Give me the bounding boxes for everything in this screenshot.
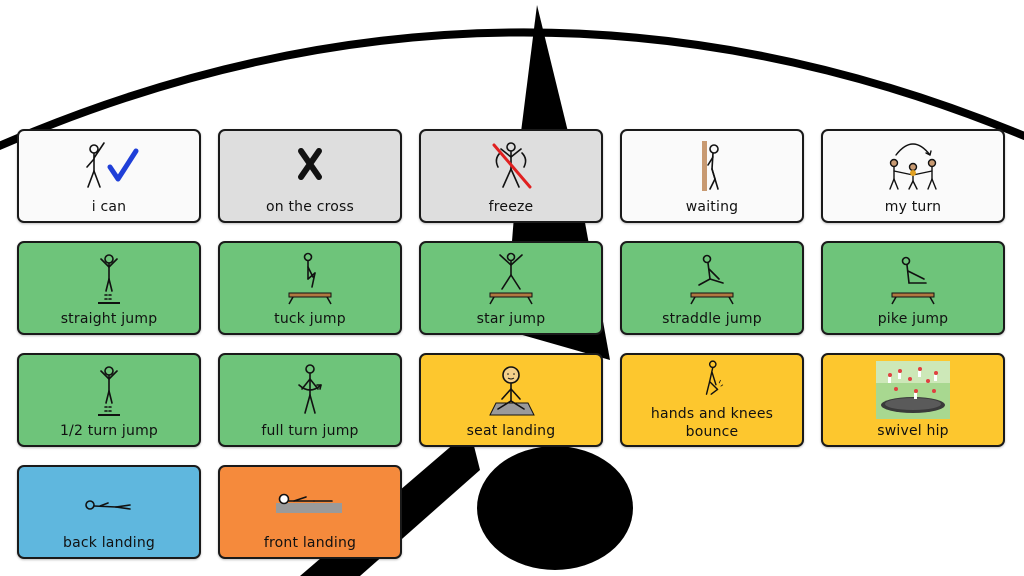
half-turn-jump-icon	[74, 361, 144, 417]
hands-knees-icon	[677, 358, 747, 402]
star-jump-icon	[476, 249, 546, 305]
my-turn-icon	[878, 137, 948, 193]
back-landing-icon	[74, 473, 144, 529]
tile-front-landing[interactable]: front landing	[218, 465, 402, 559]
i-can-icon	[74, 137, 144, 193]
tile-label: pike jump	[877, 311, 949, 327]
seat-landing-icon	[476, 361, 546, 417]
waiting-icon	[677, 137, 747, 193]
tile-star-jump[interactable]: star jump	[419, 241, 603, 335]
tile-straddle-jump[interactable]: straddle jump	[620, 241, 804, 335]
straight-jump-icon	[74, 249, 144, 305]
tile-label-line: hands and knees	[650, 406, 774, 422]
tile-hands-and-knees-bounce[interactable]: hands and knees bounce	[620, 353, 804, 447]
tile-on-the-cross[interactable]: on the cross	[218, 129, 402, 223]
tile-waiting[interactable]: waiting	[620, 129, 804, 223]
tile-label: 1/2 turn jump	[59, 423, 159, 439]
tile-i-can[interactable]: i can	[17, 129, 201, 223]
tile-label: straddle jump	[662, 311, 762, 327]
full-turn-jump-icon	[275, 361, 345, 417]
front-landing-icon	[270, 473, 350, 529]
tile-label: on the cross	[265, 199, 354, 215]
pike-jump-icon	[878, 249, 948, 305]
straddle-jump-icon	[677, 249, 747, 305]
tile-full-turn-jump[interactable]: full turn jump	[218, 353, 402, 447]
tile-pike-jump[interactable]: pike jump	[821, 241, 1005, 335]
tile-label: star jump	[476, 311, 546, 327]
background-circle	[477, 446, 633, 570]
tile-label: freeze	[488, 199, 534, 215]
tile-label: straight jump	[60, 311, 158, 327]
tile-label: seat landing	[466, 423, 556, 439]
tile-seat-landing[interactable]: seat landing	[419, 353, 603, 447]
tile-label: i can	[91, 199, 127, 215]
tile-tuck-jump[interactable]: tuck jump	[218, 241, 402, 335]
background-arc	[0, 28, 1024, 151]
tile-label: waiting	[685, 199, 739, 215]
tile-label: back landing	[63, 535, 155, 551]
tile-label: my turn	[884, 199, 942, 215]
tile-label: hands and knees bounce	[626, 405, 798, 441]
tile-label: full turn jump	[261, 423, 359, 439]
tile-label-line: bounce	[685, 424, 739, 440]
tuck-jump-icon	[275, 249, 345, 305]
tile-label: front landing	[263, 535, 357, 551]
tile-label: swivel hip	[877, 423, 949, 439]
tile-straight-jump[interactable]: straight jump	[17, 241, 201, 335]
tile-label: tuck jump	[274, 311, 346, 327]
tile-swivel-hip[interactable]: swivel hip	[821, 353, 1005, 447]
tile-back-landing[interactable]: back landing	[17, 465, 201, 559]
tile-my-turn[interactable]: my turn	[821, 129, 1005, 223]
cross-icon	[275, 137, 345, 193]
tile-freeze[interactable]: freeze	[419, 129, 603, 223]
swivel-hip-photo	[876, 361, 950, 419]
freeze-icon	[476, 137, 546, 193]
tile-half-turn-jump[interactable]: 1/2 turn jump	[17, 353, 201, 447]
